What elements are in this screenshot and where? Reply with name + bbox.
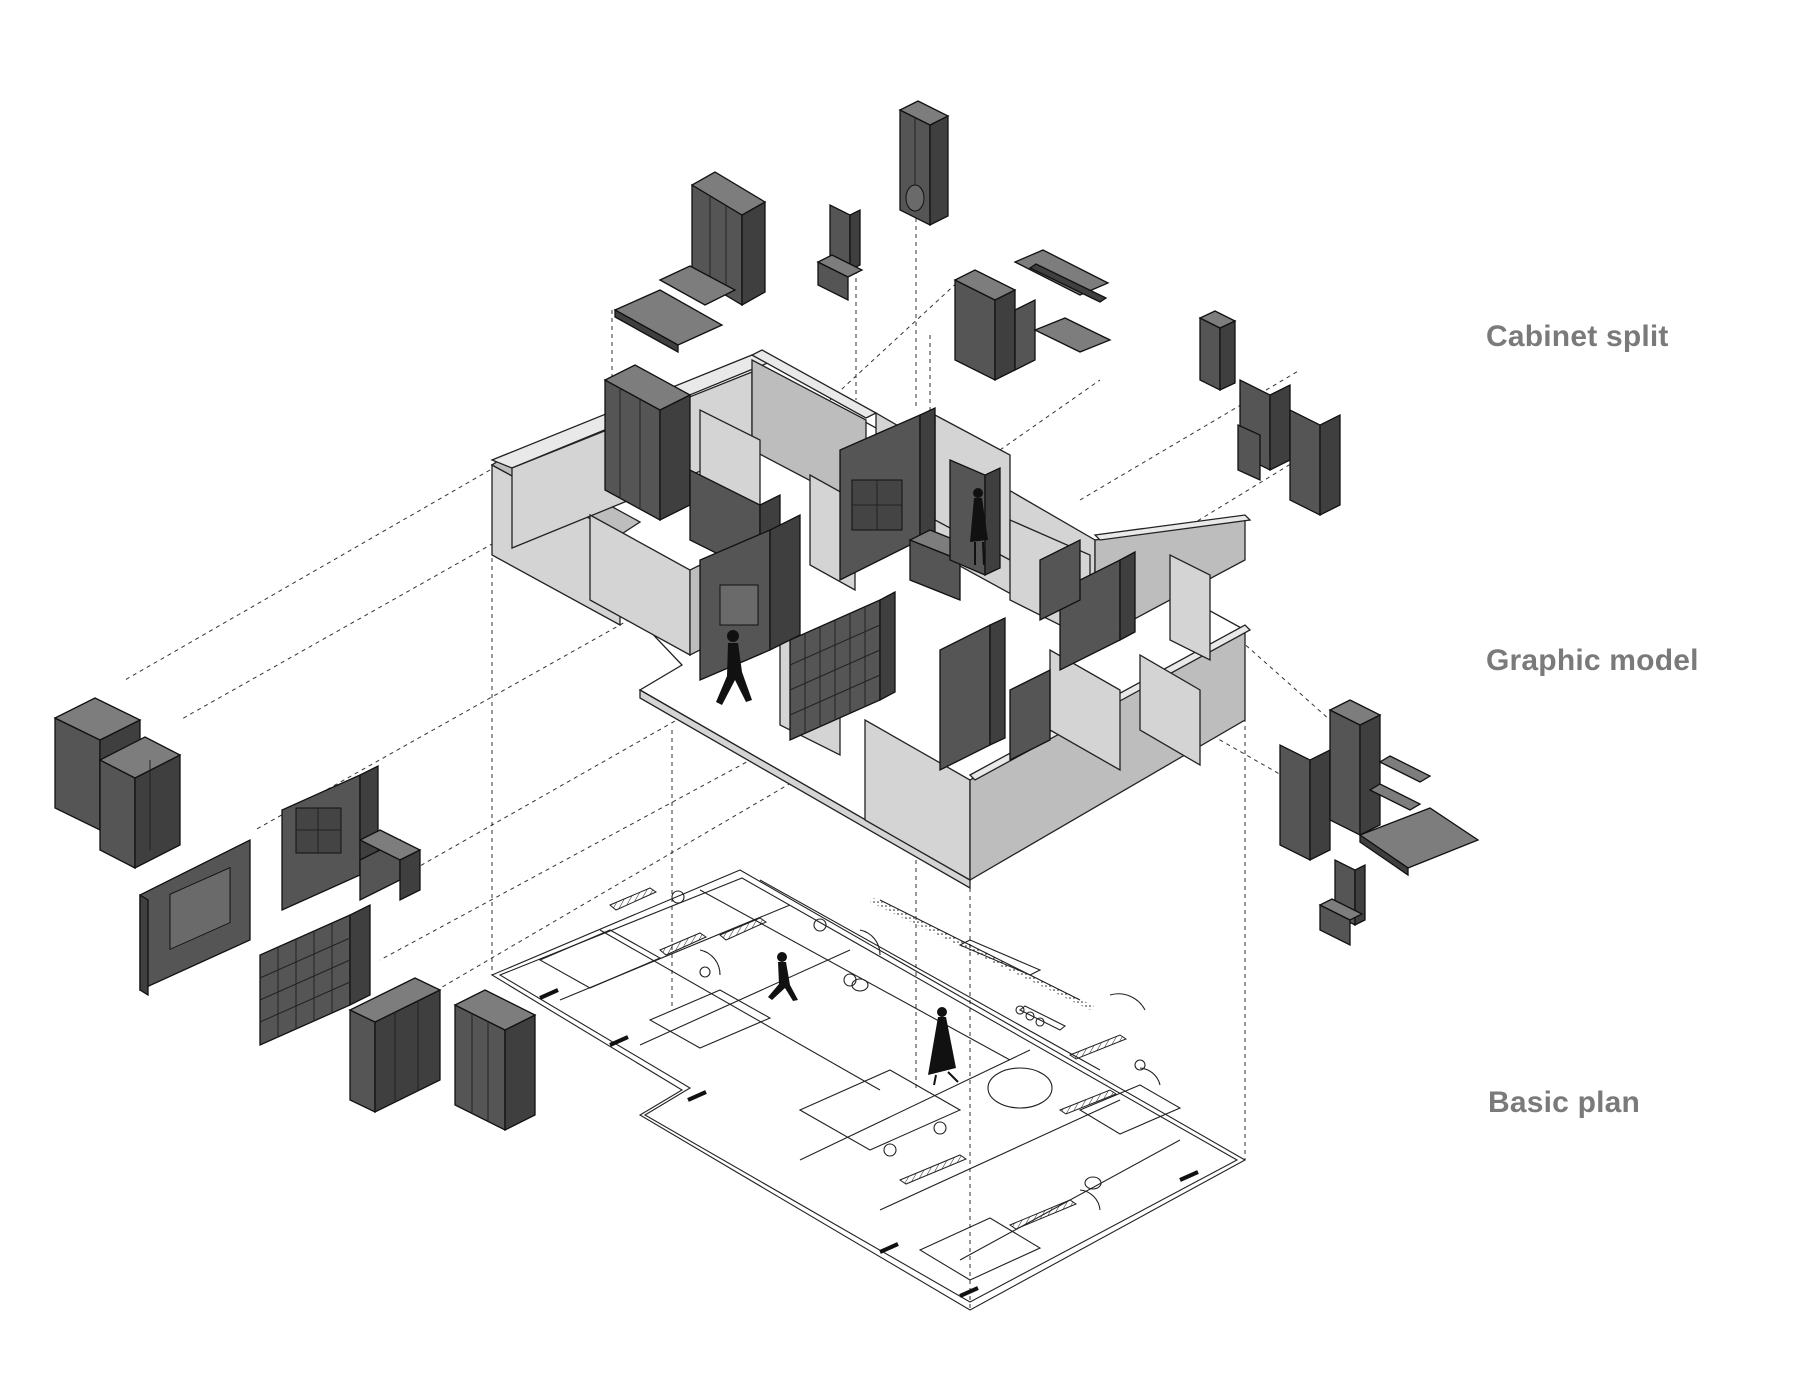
basic-plan-label: Basic plan [1488, 1086, 1641, 1119]
model-standing-figure [970, 488, 988, 566]
split-cabinet-right-top [1198, 310, 1341, 517]
split-cabinet-right-1 [1279, 699, 1432, 862]
split-cabinet-wardrobe-desk [613, 171, 767, 354]
split-cabinet-bookshelf [259, 903, 371, 1047]
plan-walking-figure [768, 952, 798, 1001]
split-cabinet-wardrobe-pair [348, 977, 537, 1132]
split-cabinet-right-desk [1318, 807, 1480, 947]
model-walking-figure [716, 630, 752, 705]
graphic-model-layer [490, 349, 1252, 890]
split-cabinet-tv-wall [139, 838, 251, 997]
plan-standing-figure [928, 1007, 959, 1086]
split-cabinet-tall-narrow [816, 203, 864, 302]
basic-plan-layer [490, 869, 1247, 1311]
split-cabinet-tower [898, 100, 950, 227]
model-cabinets [603, 364, 1211, 772]
graphic-model-label: Graphic model [1486, 644, 1699, 677]
cabinet-split-layer [53, 100, 1480, 1132]
split-cabinet-tall-shelf-desk [953, 249, 1112, 382]
cabinet-split-label: Cabinet split [1486, 320, 1669, 353]
split-cabinet-window-sideboard [281, 764, 422, 912]
split-cabinet-left-1 [53, 697, 182, 870]
